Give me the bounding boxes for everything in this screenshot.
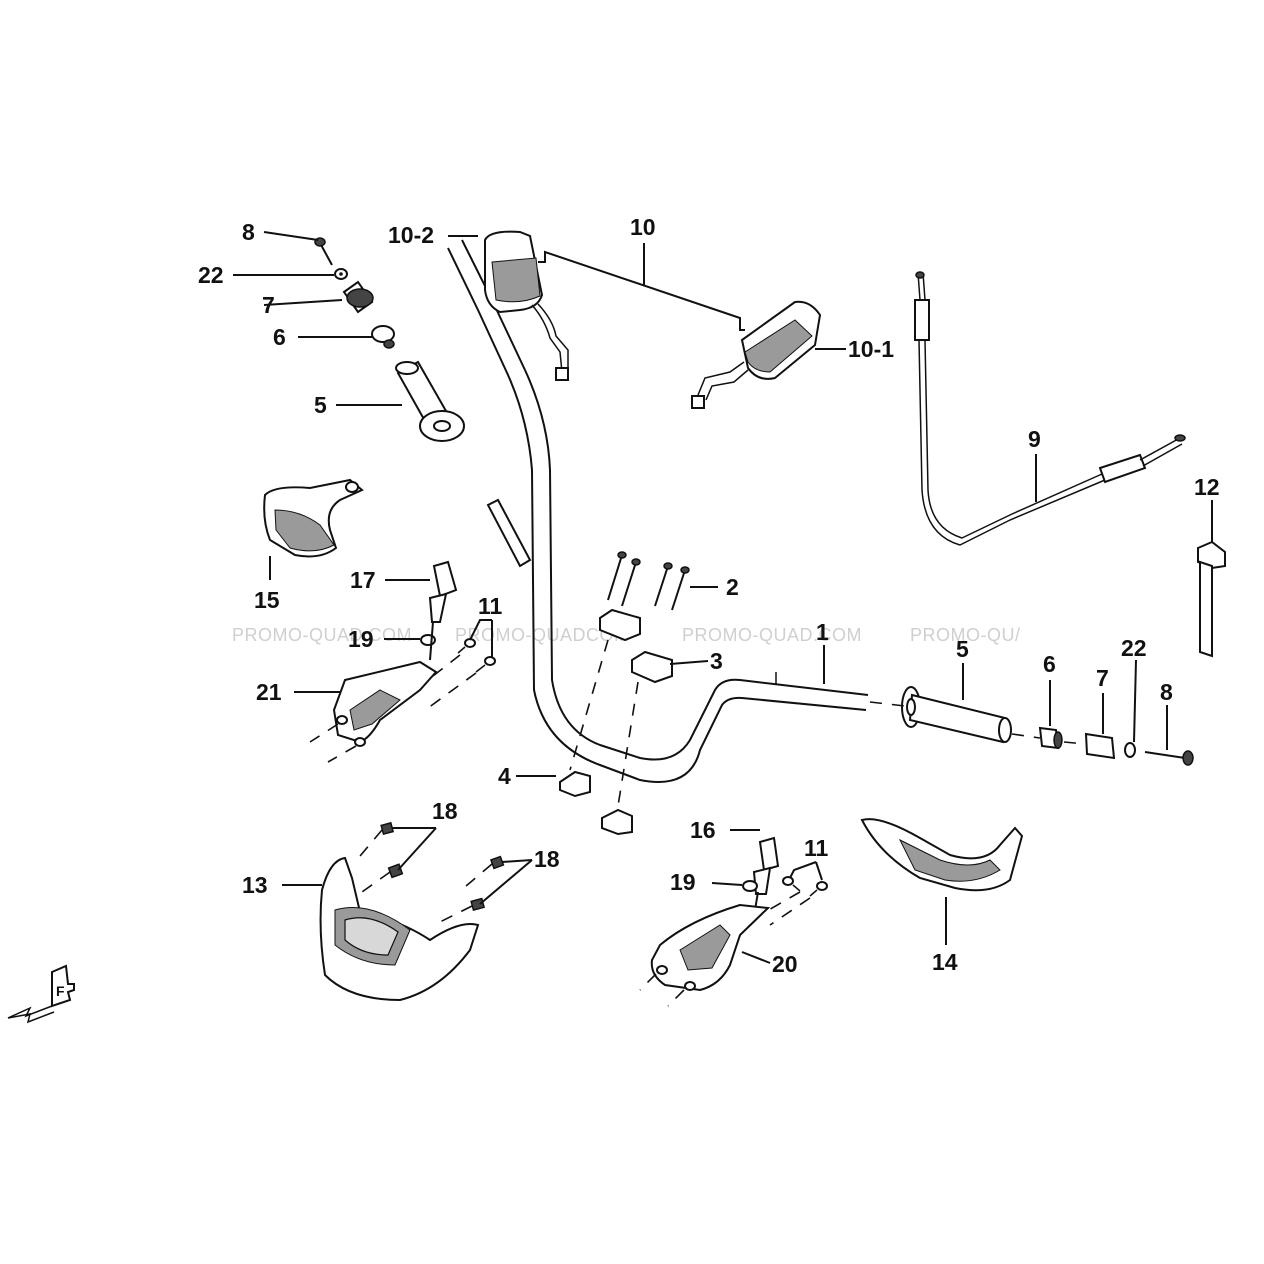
left-washer-19 — [420, 634, 436, 646]
upper-holder — [599, 608, 673, 684]
right-collar — [1038, 726, 1063, 750]
right-handguard — [860, 818, 1024, 892]
watermark-row: PROMO-QUAD.COM PROMO-QUADCOM PROMO-QUAD.… — [232, 625, 1021, 645]
right-switch-bracket — [639, 836, 828, 1007]
throttle-cable — [914, 271, 1186, 546]
label-14: 14 — [932, 949, 958, 975]
left-bolt — [314, 237, 333, 266]
right-grip-assembly — [869, 686, 1194, 766]
headlight-cover — [319, 856, 480, 1002]
bolt — [607, 551, 627, 601]
holder-bolts — [607, 551, 690, 611]
label-19-right: 19 — [670, 869, 696, 895]
left-bar-end-weight — [342, 280, 374, 314]
label-22-right: 22 — [1121, 635, 1147, 661]
watermark-1: PROMO-QUAD.COM — [232, 625, 412, 645]
label-11-right: 11 — [804, 835, 829, 861]
bolt — [671, 566, 690, 611]
label-17: 17 — [350, 567, 376, 593]
label-18-a: 18 — [432, 798, 458, 824]
label-18-b: 18 — [534, 846, 560, 872]
mirror-right — [691, 300, 822, 409]
mirror-bracket-10 — [538, 250, 745, 331]
label-10-2: 10-2 — [388, 222, 434, 248]
label-10: 10 — [630, 214, 656, 240]
left-switch — [428, 560, 458, 623]
right-washer-19 — [742, 880, 758, 892]
watermark-4: PROMO-QU/ — [910, 625, 1021, 645]
label-7-right: 7 — [1096, 665, 1109, 691]
right-bolt — [1144, 750, 1194, 766]
label-8-right: 8 — [1160, 679, 1173, 705]
label-3: 3 — [710, 648, 723, 674]
left-screws-11 — [457, 638, 496, 673]
label-21: 21 — [256, 679, 282, 705]
label-1: 1 — [816, 619, 829, 645]
right-screws-11 — [782, 876, 828, 897]
label-13: 13 — [242, 872, 268, 898]
label-6-right: 6 — [1043, 651, 1056, 677]
front-letter: F — [56, 983, 65, 999]
label-10-1: 10-1 — [848, 336, 894, 362]
right-grip — [901, 686, 1012, 744]
right-washer — [1124, 742, 1136, 758]
watermark-3: PROMO-QUAD.COM — [682, 625, 862, 645]
watermark-2: PROMO-QUADCOM — [455, 625, 630, 645]
right-bar-end-weight — [1084, 732, 1116, 760]
bolt — [654, 562, 673, 607]
handlebar — [447, 239, 869, 783]
label-22-left: 22 — [198, 262, 224, 288]
label-7-left: 7 — [262, 292, 275, 318]
left-handguard — [263, 478, 364, 558]
mirror-left — [484, 230, 569, 381]
left-grip-assembly — [314, 237, 465, 442]
label-6-left: 6 — [273, 324, 286, 350]
label-5-left: 5 — [314, 392, 327, 418]
label-11-left: 11 — [478, 593, 503, 619]
label-12: 12 — [1194, 474, 1220, 500]
label-15: 15 — [254, 587, 280, 613]
front-arrow-icon — [7, 964, 75, 1024]
left-washer — [334, 268, 348, 280]
label-19-left: 19 — [348, 626, 374, 652]
label-20: 20 — [772, 951, 798, 977]
part-labels: 8 22 7 6 5 10-2 10 10-1 9 12 2 1 3 4 5 6… — [198, 214, 1220, 977]
left-grip — [395, 360, 465, 442]
bolt — [621, 558, 641, 607]
label-5-right: 5 — [956, 636, 969, 662]
label-16: 16 — [690, 817, 716, 843]
left-switch-bracket — [309, 560, 496, 763]
lower-holder — [559, 770, 633, 836]
leader-lines — [233, 231, 1213, 964]
label-8-left: 8 — [242, 219, 255, 245]
cable-tie — [1197, 540, 1226, 658]
clips-18 — [354, 821, 505, 923]
label-2: 2 — [726, 574, 739, 600]
left-collar — [371, 325, 395, 349]
label-9: 9 — [1028, 426, 1041, 452]
label-4: 4 — [498, 763, 511, 789]
